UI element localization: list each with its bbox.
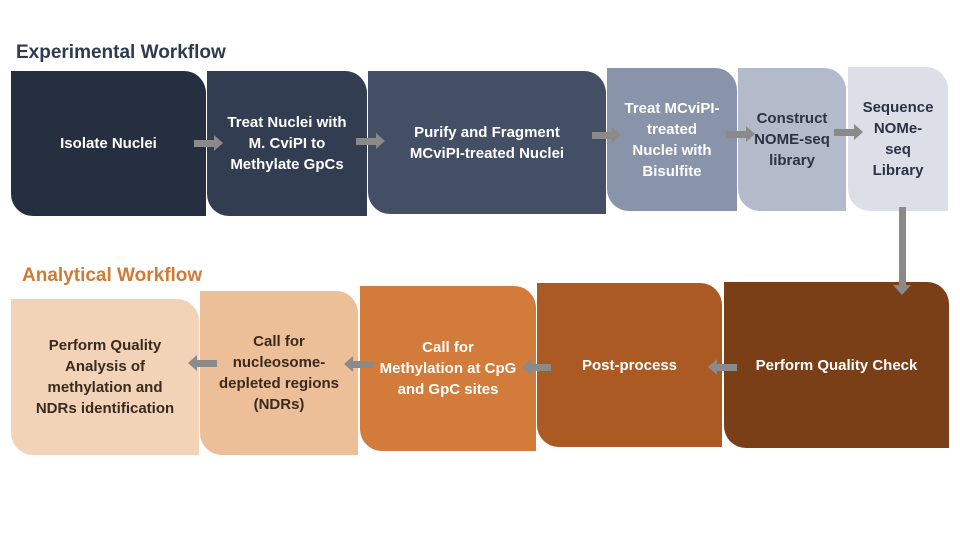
step-post-process: Post-process xyxy=(537,283,722,447)
step-label-line: Purify and Fragment xyxy=(414,123,560,141)
step-label-line: Call for xyxy=(253,333,305,350)
step-label-line: depleted regions xyxy=(218,375,340,392)
step-label-line: NOMe- xyxy=(873,120,923,137)
step-label-line: NOME-seq xyxy=(754,131,830,148)
step-label-line: (NDRs) xyxy=(253,396,305,413)
step-label-line: Methylation at CpG xyxy=(379,360,517,377)
step-label: Treat Nuclei with M. CviPI to Methylate Gp… xyxy=(227,112,346,175)
step-call-ndrs: Call for nucleosome-depleted regions (NDRs… xyxy=(200,291,358,455)
step-label-line: Methylate GpCs xyxy=(230,156,344,173)
step-label: Isolate Nuclei xyxy=(60,133,157,154)
step-label-line: Construct xyxy=(756,110,828,127)
step-label: Call for nucleosome-depleted regions (NDRs… xyxy=(219,331,339,415)
step-label-line: Call for xyxy=(422,339,474,356)
step-label-line: nucleosome- xyxy=(232,354,326,371)
step-perform-quality-check: Perform Quality Check xyxy=(724,282,949,448)
step-label-line: Nuclei with xyxy=(632,141,712,159)
step-label-line: Treat MCviPI- xyxy=(624,99,720,117)
step-label-line: Perform Quality xyxy=(48,337,162,354)
step-label-line: library xyxy=(769,152,815,169)
step-label-line: MCviPI-treated Nuclei xyxy=(409,144,565,162)
step-label-line: Analysis of xyxy=(64,358,146,375)
step-label-line: seq xyxy=(885,141,911,158)
step-label-line: Treat Nuclei with xyxy=(227,114,347,131)
step-label-line: Library xyxy=(872,162,924,179)
step-label: Perform Quality Check xyxy=(756,355,918,376)
experimental-workflow-title: Experimental Workflow xyxy=(16,42,226,63)
step-label-line: Isolate Nuclei xyxy=(60,135,157,152)
step-label-line: M. CviPI to xyxy=(248,135,326,152)
step-treat-nuclei-mcvipi: Treat Nuclei with M. CviPI to Methylate Gp… xyxy=(207,71,367,216)
step-label: Post-process xyxy=(582,355,677,376)
step-label-line: Sequence xyxy=(862,99,934,116)
step-label-line: Post-process xyxy=(581,356,678,374)
step-label-line: and GpC sites xyxy=(397,381,499,398)
analytical-workflow-title: Analytical Workflow xyxy=(22,265,203,286)
step-label-line: methylation and xyxy=(47,379,163,396)
step-label-line: NDRs identification xyxy=(35,400,175,417)
step-label-line: treated xyxy=(646,120,698,138)
step-label-line: Bisulfite xyxy=(642,162,702,180)
step-isolate-nuclei: Isolate Nuclei xyxy=(11,71,206,216)
step-label-line: Perform Quality Check xyxy=(755,356,918,374)
